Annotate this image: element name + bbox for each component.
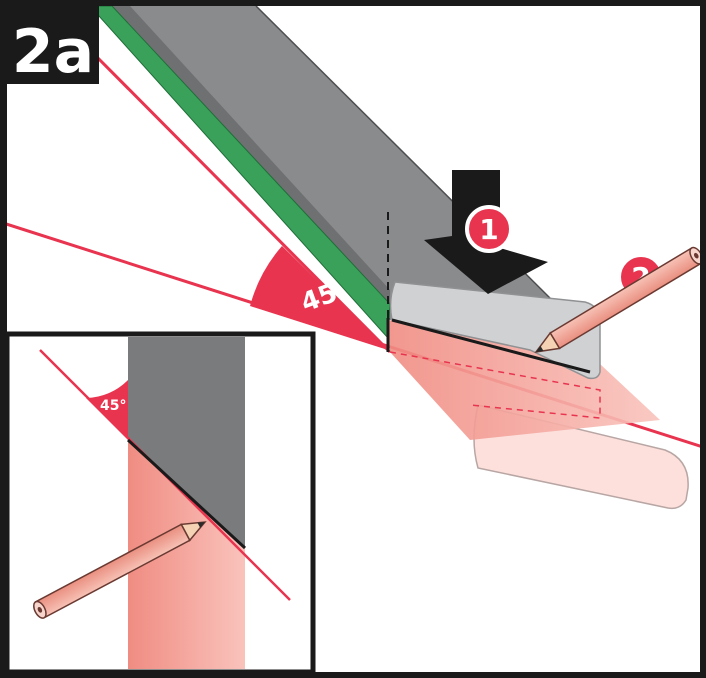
angle-wedge xyxy=(250,246,388,350)
detail-inset: 45° xyxy=(7,331,316,672)
lower-tape xyxy=(388,320,660,440)
step-badge: 2a xyxy=(7,6,99,87)
pencil-icon xyxy=(534,246,700,354)
step-label: 2a xyxy=(12,17,94,87)
cut-edge xyxy=(391,318,591,374)
strip-edge-line xyxy=(78,38,392,354)
inset-angle-wedge xyxy=(86,380,128,440)
inset-strip xyxy=(128,337,245,548)
inset-tape xyxy=(128,440,245,669)
inset-angle-label: 45° xyxy=(100,398,126,414)
pencil-icon xyxy=(33,521,207,619)
inset-cut-edge xyxy=(126,438,247,550)
callout-1-label: 1 xyxy=(479,213,498,246)
callout-circle-icon xyxy=(465,205,513,253)
callout-1: 1 xyxy=(465,205,513,253)
